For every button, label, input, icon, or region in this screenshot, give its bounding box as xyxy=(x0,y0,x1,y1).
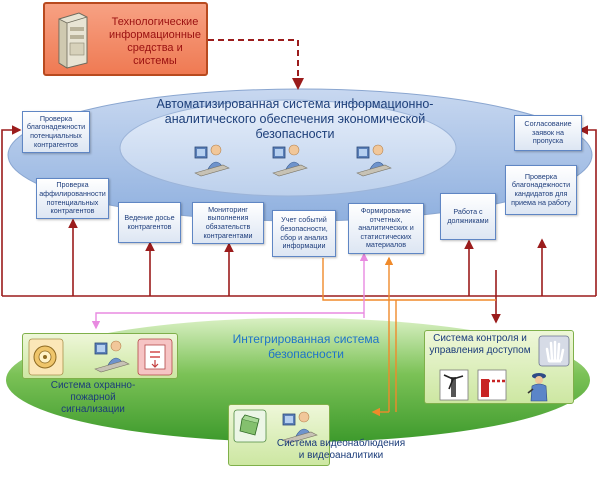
orange-connectors xyxy=(322,256,496,417)
box-counterparty-dossier[interactable]: Ведение досье контрагентов xyxy=(118,202,181,243)
hand-scanner-icon xyxy=(538,335,570,367)
barrier-gate-icon xyxy=(477,369,507,401)
fire-alarm-label: Система охранно-пожарной сигнализации xyxy=(50,380,136,415)
isb-title: Интегрированная система безопасности xyxy=(232,332,380,361)
video-surveillance-panel[interactable] xyxy=(228,404,330,466)
server-icon xyxy=(58,12,88,69)
box-security-events[interactable]: Учет событий безопасности, сбор и анализ… xyxy=(272,210,336,257)
box-candidates-check[interactable]: Проверка благонадежности кандидатов для … xyxy=(505,165,577,215)
tech-systems-label: Технологические информационные средства … xyxy=(109,16,201,67)
turnstile-icon xyxy=(439,369,469,401)
smoke-detector-icon xyxy=(28,338,64,376)
operator-icon xyxy=(356,144,392,177)
operator-icon xyxy=(194,144,230,177)
video-surveillance-label: Система видеонаблюдения и видеоаналитики xyxy=(276,438,406,461)
pink-connectors xyxy=(91,252,369,330)
box-obligations-monitoring[interactable]: Мониторинг выполнения обязательств контр… xyxy=(192,202,264,244)
tech-connector xyxy=(208,39,304,90)
box-reliability-check[interactable]: Проверка благонадежности потенциальных к… xyxy=(22,111,90,153)
access-control-panel[interactable]: Система контроля и управления доступом xyxy=(424,330,574,404)
box-affiliation-check[interactable]: Проверка аффилированности потенциальных … xyxy=(36,178,109,219)
fire-alarm-panel[interactable] xyxy=(22,333,178,379)
operator-icon xyxy=(94,340,130,373)
box-pass-approval[interactable]: Согласование заявок на пропуска xyxy=(514,115,582,151)
access-control-label: Система контроля и управления доступом xyxy=(429,333,531,356)
operator-icon xyxy=(272,144,308,177)
operator-icon xyxy=(282,411,318,444)
box-reports[interactable]: Формирование отчетных, аналитических и с… xyxy=(348,203,424,254)
security-guard-icon xyxy=(527,373,548,402)
ais-title: Автоматизированная система информационно… xyxy=(156,97,434,141)
red-bus xyxy=(1,125,597,324)
video-camera-icon xyxy=(233,409,267,443)
box-debtors[interactable]: Работа с должниками xyxy=(440,193,496,240)
tech-systems-box[interactable]: Технологические информационные средства … xyxy=(43,2,208,76)
fire-alarm-button-icon xyxy=(137,338,173,376)
